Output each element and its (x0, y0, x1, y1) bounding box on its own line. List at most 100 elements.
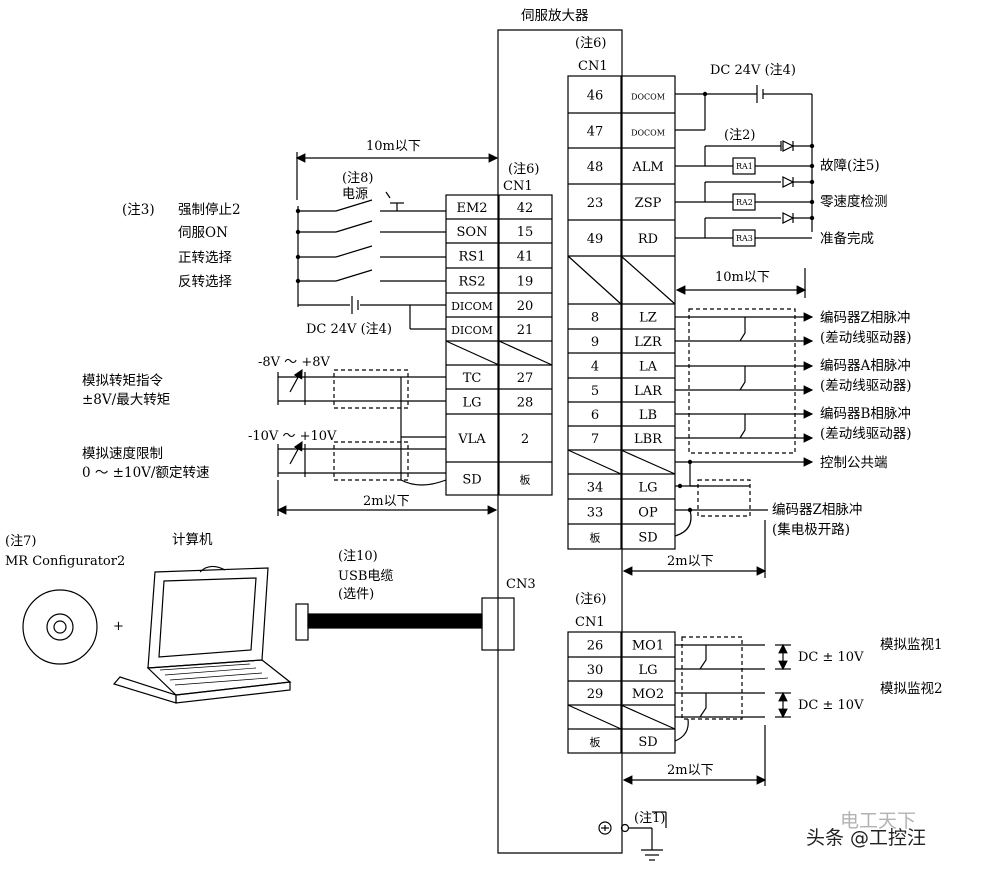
encoder-z-oc-label-2: (集电极开路) (772, 522, 850, 538)
relay-ra2: RA2 (736, 198, 753, 207)
left-pin-name: VLA (457, 432, 486, 447)
dist-2m-right: 2m以下 (667, 554, 714, 569)
usb-cable (295, 603, 483, 641)
software-label: MR Configurator2 (5, 554, 125, 569)
relay-ra3: RA3 (736, 234, 753, 243)
left-pin-number: 15 (517, 225, 534, 240)
right-pin-name: ALM (631, 160, 663, 175)
monitor-1-label: 模拟监视1 (880, 637, 943, 653)
input-forced-stop: 强制停止2 (178, 201, 241, 218)
analog-input-wiring (277, 368, 447, 486)
encoder-z-open-collector (674, 479, 768, 537)
left-pin-name: DICOM (451, 300, 493, 313)
right-pin-name: LB (639, 408, 657, 423)
note-cn1-bottom: (注6) (575, 592, 606, 607)
servo-amplifier-box (497, 29, 623, 854)
right-pin-name: LA (639, 360, 658, 375)
monitor-2-label: 模拟监视2 (880, 681, 943, 697)
right-pin-name: DOCOM (631, 93, 665, 102)
left-pin-name: RS2 (459, 275, 486, 290)
right-pin-name: LG (638, 481, 657, 496)
left-pin-name: EM2 (456, 201, 487, 216)
amplifier-title: 伺服放大器 (521, 8, 589, 24)
monitor-pin-name: MO1 (632, 639, 664, 654)
right-pin-number: 7 (591, 432, 599, 447)
right-pin-number: 34 (587, 481, 604, 496)
speed-label-2: 0 ～ ±10V/额定转速 (82, 465, 209, 481)
encoder-b-label-1: 编码器B相脉冲 (820, 406, 911, 422)
left-pin-number: 21 (517, 323, 534, 338)
right-pin-number: 47 (587, 125, 604, 140)
right-pin-number: 6 (591, 408, 599, 423)
note3-label: (注3) (122, 202, 155, 218)
left-pin-number: 42 (517, 201, 534, 216)
output-fault: 故障(注5) (820, 158, 880, 174)
left-pin-name: SD (462, 473, 481, 488)
left-pin-name: DICOM (451, 324, 493, 337)
relay-ra1: RA1 (736, 162, 753, 171)
cn1-label-bottom: CN1 (575, 615, 605, 630)
monitor-pin-number: 26 (587, 639, 604, 654)
right-pin-number: 33 (587, 506, 604, 521)
right-pin-number: 9 (591, 335, 599, 350)
monitor-1-voltage: DC ± 10V (798, 650, 864, 665)
speed-label-1: 模拟速度限制 (82, 446, 163, 462)
left-pin-name: LG (462, 396, 481, 411)
cn1-label-left: CN1 (503, 179, 533, 194)
right-pin-name: LAR (634, 384, 663, 399)
left-pin-number: 板 (520, 473, 531, 487)
left-pin-number: 27 (517, 371, 534, 386)
encoder-output-wiring (675, 308, 814, 487)
encoder-a-label-2: (差动线驱动器) (820, 378, 912, 394)
right-pin-name: LZ (639, 311, 657, 326)
dist-2m-monitor: 2m以下 (667, 763, 714, 778)
monitor-pin-number: 30 (587, 663, 604, 678)
input-forward: 正转选择 (178, 250, 232, 266)
cd-disc-icon (22, 589, 98, 665)
dist-10m-right: 10m以下 (715, 270, 770, 285)
note8-label: (注8) (342, 171, 373, 186)
note10-label: (注10) (338, 549, 378, 564)
left-pin-number: 41 (517, 250, 534, 265)
input-reverse: 反转选择 (178, 274, 232, 290)
dc24v-left: DC 24V (注4) (306, 322, 392, 337)
dc24v-top: DC 24V (注4) (710, 63, 796, 78)
right-pin-name: LZR (634, 335, 663, 350)
monitor-pin-name: LG (638, 663, 657, 678)
relay-outputs (675, 85, 813, 247)
power-label: 电源 (342, 187, 368, 202)
right-pin-number: 4 (591, 360, 599, 375)
distance-10m-left (295, 152, 499, 200)
plus-sign: + (113, 619, 124, 634)
monitor-2-voltage: DC ± 10V (798, 698, 864, 713)
right-pin-number: 48 (587, 160, 604, 175)
monitor-pin-name: SD (638, 735, 657, 750)
usb-label-2: (选件) (338, 587, 374, 602)
right-pin-number: 23 (587, 196, 604, 211)
output-zero-speed: 零速度检测 (820, 194, 888, 210)
torque-label-1: 模拟转矩指令 (82, 373, 163, 389)
right-pin-number: 46 (587, 89, 604, 104)
ground-symbol (598, 811, 667, 861)
cn1-label-top: CN1 (578, 59, 608, 74)
right-pin-name: ZSP (635, 196, 662, 211)
left-pin-name: TC (463, 371, 482, 386)
left-pin-name: RS1 (459, 250, 486, 265)
right-pin-number: 板 (590, 531, 601, 545)
output-ready: 准备完成 (820, 230, 874, 247)
note-cn1-top: (注6) (575, 36, 606, 51)
left-pin-number: 2 (521, 432, 529, 447)
input-servo-on: 伺服ON (178, 225, 228, 241)
right-pin-name: OP (638, 506, 658, 521)
right-pin-name: RD (638, 232, 658, 247)
monitor-pin-number: 29 (587, 687, 604, 702)
left-cn1-table (445, 194, 553, 496)
right-pin-number: 8 (591, 311, 599, 326)
left-pin-number: 19 (517, 275, 534, 290)
dist-10m-left: 10m以下 (366, 139, 421, 154)
laptop-icon (112, 565, 292, 704)
note1-label: (注1) (634, 811, 665, 826)
encoder-b-label-2: (差动线驱动器) (820, 426, 912, 442)
